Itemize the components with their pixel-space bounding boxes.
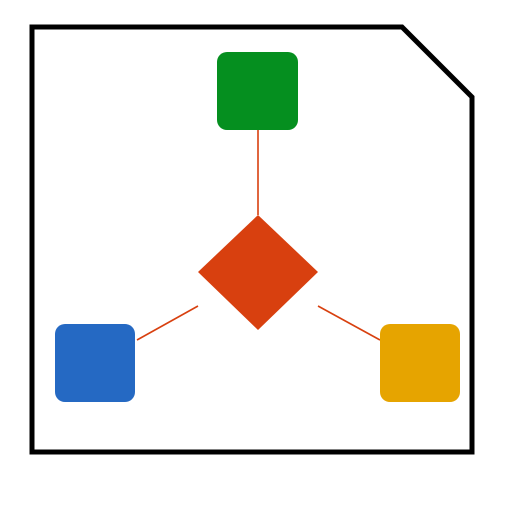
node-left-blue xyxy=(55,324,135,402)
hub-diamond xyxy=(198,215,318,330)
node-top-green xyxy=(217,52,298,130)
connector-line-right xyxy=(317,305,381,341)
node-right-yellow xyxy=(380,324,460,402)
connector-line-left xyxy=(136,305,199,341)
